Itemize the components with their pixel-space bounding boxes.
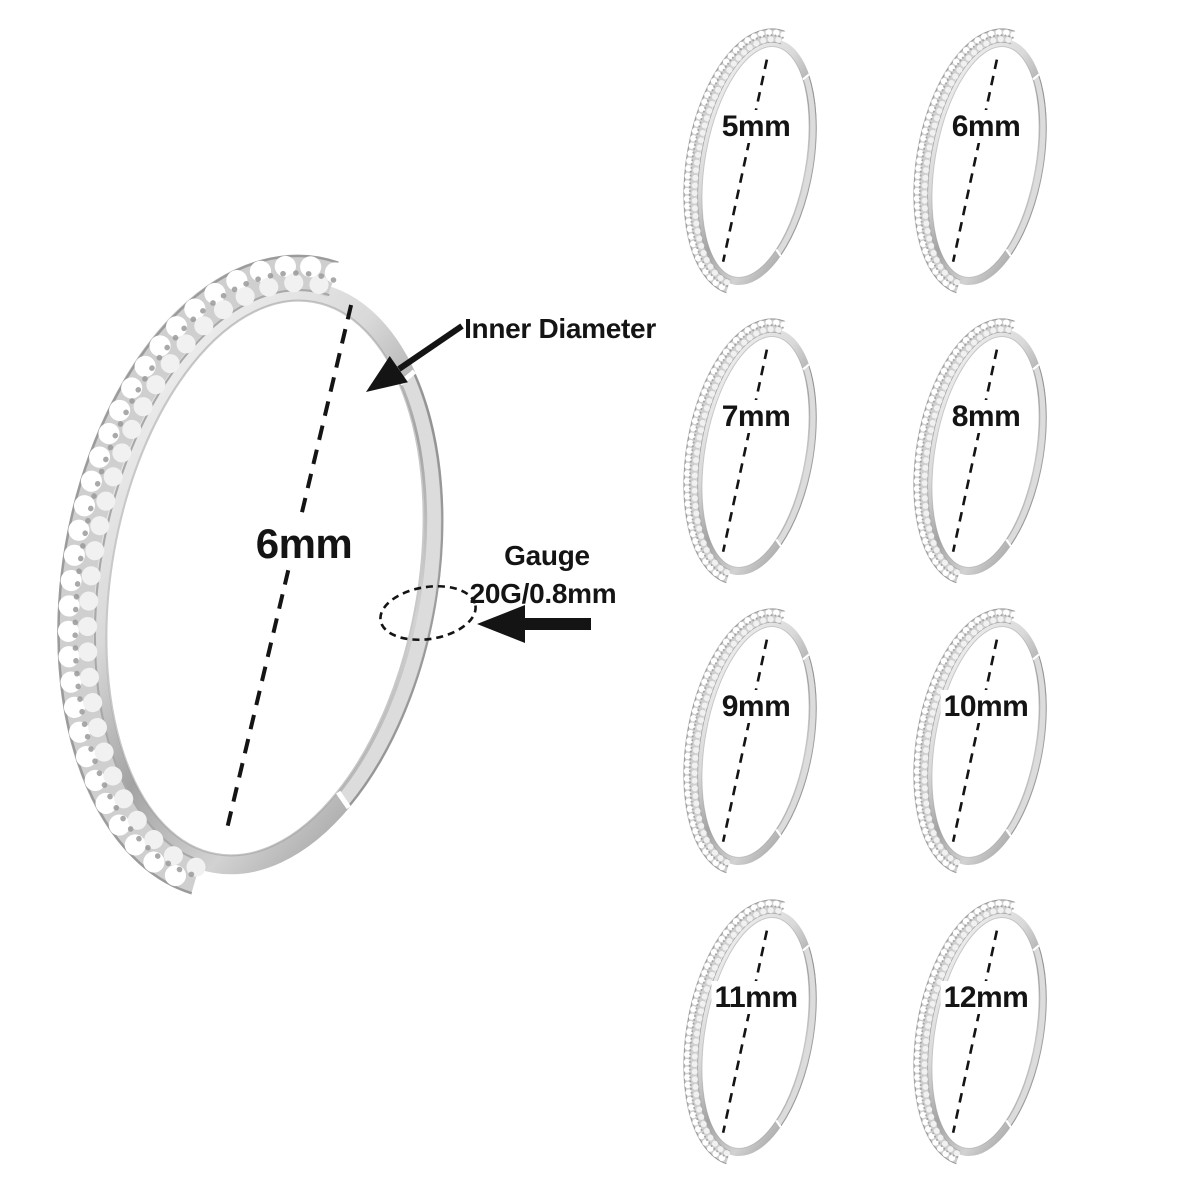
size-variant-ring-5mm: 5mm (668, 22, 843, 302)
size-variant-ring-12mm: 12mm (898, 893, 1073, 1173)
size-label: 6mm (948, 110, 1024, 143)
pave-hoop-ring-graphic (898, 893, 1073, 1173)
size-variant-ring-9mm: 9mm (668, 602, 843, 882)
diameter-dashed-line (721, 639, 769, 843)
size-label: 9mm (718, 690, 794, 723)
pave-hoop-ring-graphic (668, 22, 843, 302)
pave-hoop-ring-graphic (668, 893, 843, 1173)
size-label: 11mm (711, 981, 801, 1014)
size-label: 5mm (718, 110, 794, 143)
gauge-arrow-icon (477, 605, 591, 643)
main-size-label: 6mm (250, 520, 358, 568)
size-label: 10mm (940, 690, 1032, 723)
pave-hoop-ring-graphic (668, 312, 843, 592)
pave-hoop-ring-graphic (898, 22, 1073, 302)
size-variant-ring-6mm: 6mm (898, 22, 1073, 302)
diameter-dashed-line (951, 930, 999, 1134)
size-label: 8mm (948, 400, 1024, 433)
diameter-dashed-line (951, 639, 999, 843)
size-label: 7mm (718, 400, 794, 433)
pave-hoop-ring-graphic (55, 242, 475, 914)
size-variant-ring-10mm: 10mm (898, 602, 1073, 882)
diameter-dashed-line (225, 304, 354, 829)
pave-hoop-ring-graphic (898, 602, 1073, 882)
size-variant-ring-11mm: 11mm (668, 893, 843, 1173)
pave-hoop-ring-graphic (668, 602, 843, 882)
gauge-value-label: 20G/0.8mm (469, 578, 617, 609)
diameter-dashed-line (721, 930, 769, 1134)
size-variant-ring-8mm: 8mm (898, 312, 1073, 592)
diameter-dashed-line (951, 349, 999, 553)
diameter-dashed-line (951, 59, 999, 263)
main-ring-figure: 6mm (55, 242, 475, 914)
diameter-dashed-line (721, 59, 769, 263)
inner-diameter-label: Inner Diameter (464, 313, 656, 344)
size-label: 12mm (940, 981, 1032, 1014)
pave-hoop-ring-graphic (898, 312, 1073, 592)
diameter-dashed-line (721, 349, 769, 553)
gauge-title-label: Gauge (504, 540, 590, 571)
size-variant-ring-7mm: 7mm (668, 312, 843, 592)
